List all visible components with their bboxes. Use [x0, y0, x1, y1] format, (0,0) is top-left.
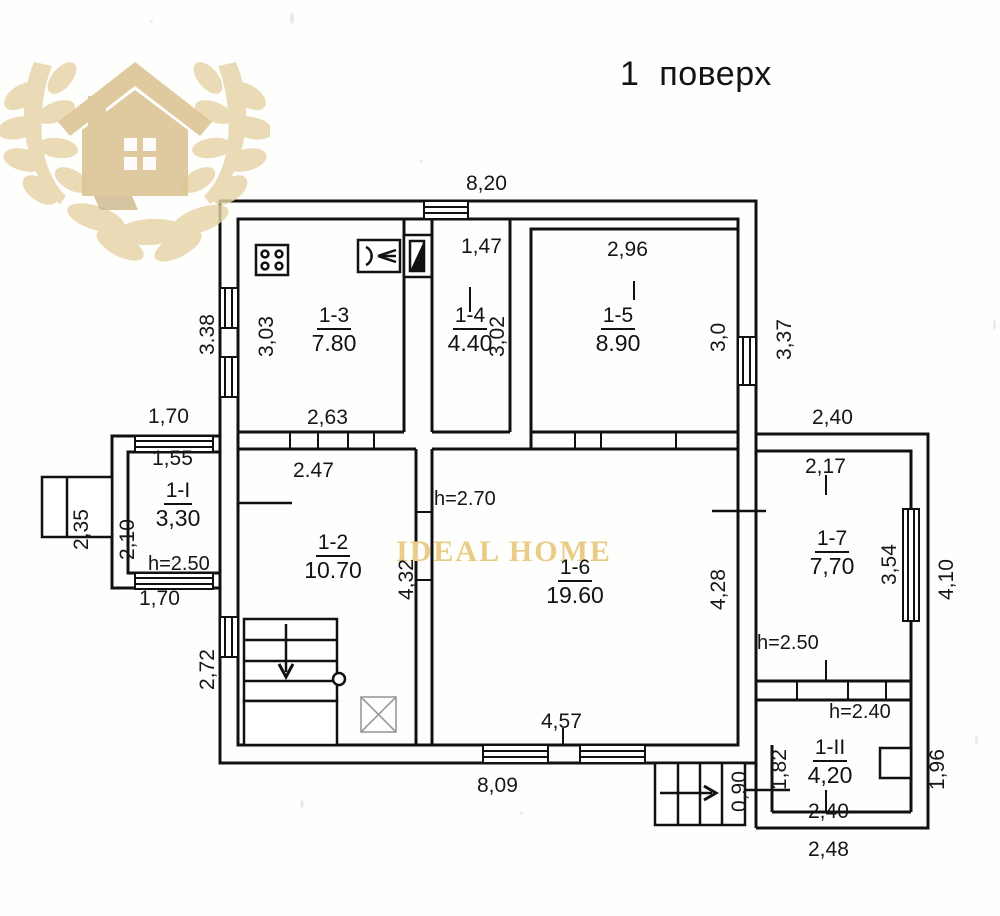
wall-band-ticks-1-3 — [289, 432, 375, 449]
window-left-upper — [219, 287, 239, 329]
scan-speck — [993, 320, 996, 330]
floor-hatch-x-icon — [360, 696, 397, 733]
wall-band-ticks-right-wing — [796, 660, 887, 700]
window-bottom-right — [579, 744, 646, 764]
dim-porch-155: 1,55 — [152, 447, 193, 470]
room-area: 7,70 — [809, 553, 855, 579]
dim-bottom-right-248: 2,48 — [808, 838, 849, 861]
scan-speck — [290, 12, 294, 24]
scan-speck — [150, 20, 153, 23]
room-label-1-3: 1-3 7.80 — [286, 305, 382, 356]
dim-room-1-3-depth: 3,03 — [255, 316, 278, 357]
window-top-main — [423, 200, 469, 220]
page-title: 1 поверх — [620, 55, 772, 93]
scan-speck — [420, 160, 423, 163]
corridor-wall-ticks — [416, 511, 432, 581]
chimney-flue-icon — [402, 233, 434, 279]
room-number: 1-2 — [315, 532, 351, 557]
window-bottom-left — [482, 744, 549, 764]
window-1-II-right — [878, 746, 913, 780]
dim-right-outer-196: 1,96 — [926, 749, 949, 790]
room-label-1-5: 1-5 8.90 — [572, 305, 664, 356]
dim-porch-235: 2,35 — [70, 509, 93, 550]
dim-entry-step-090: 0,90 — [728, 771, 751, 812]
ceiling-height-1-2: h=2.70 — [434, 488, 496, 510]
scan-speck — [975, 735, 978, 744]
dimension-ticks — [317, 281, 827, 812]
room-label-1-II: 1-II 4,20 — [790, 737, 870, 788]
room-area: 8.90 — [595, 330, 641, 356]
dim-room-1-5-depth: 3,0 — [707, 322, 730, 352]
room-number: 1-6 — [557, 557, 593, 582]
dim-room-1-II-bottom-240: 2,40 — [808, 800, 849, 823]
room-number: 1-4 — [452, 305, 488, 330]
room-label-1-7: 1-7 7,70 — [790, 528, 874, 579]
dim-room-1-2-top-247: 2.47 — [293, 459, 334, 482]
room-area: 19.60 — [546, 582, 604, 608]
dim-porch-210: 2,10 — [116, 519, 139, 560]
dim-left-lower-272: 2,72 — [196, 649, 219, 690]
central-walls — [414, 449, 434, 745]
room-area: 3,30 — [155, 505, 201, 531]
wall-boiler-icon — [356, 238, 402, 274]
ceiling-height-1-I: h=2.50 — [148, 553, 210, 575]
window-1-I-bottom — [134, 572, 214, 590]
dim-room-1-II-left-182: 1,82 — [768, 749, 791, 790]
dim-room-1-6-bottom-457: 4,57 — [541, 710, 582, 733]
room-number: 1-7 — [814, 528, 850, 553]
scan-speck — [300, 800, 304, 808]
scan-speck — [520, 812, 523, 815]
room-label-1-I: 1-I 3,30 — [141, 480, 215, 531]
window-1-I-top — [134, 435, 214, 453]
dim-room-1-7-top-217: 2,17 — [805, 455, 846, 478]
room-1-4-walls — [430, 219, 512, 434]
room-1-6-walls — [432, 447, 740, 745]
dim-right-outer-410: 4,10 — [935, 559, 958, 600]
dim-top-overall: 8,20 — [466, 172, 507, 195]
room-label-1-6: 1-6 19.60 — [522, 557, 628, 608]
round-column-icon — [331, 671, 347, 687]
dim-room-1-7-right-354: 3,54 — [878, 544, 901, 585]
room-area: 10.70 — [304, 557, 362, 583]
room-area: 7.80 — [311, 330, 357, 356]
porch-steps-left — [40, 475, 114, 539]
dim-bottom-overall-809: 8,09 — [477, 774, 518, 797]
dim-right-wing-top-240: 2,40 — [812, 406, 853, 429]
dim-room-1-6-right-428: 4,28 — [707, 569, 730, 610]
dim-room-1-3-bottom-263: 2,63 — [307, 406, 348, 429]
room-area: 4,20 — [807, 762, 853, 788]
room-number: 1-I — [163, 480, 193, 505]
room-number: 1-3 — [316, 305, 352, 330]
entry-steps — [653, 761, 747, 827]
cooktop-four-burner-icon — [254, 243, 290, 277]
window-left-mid — [219, 356, 239, 398]
dim-porch-top-170: 1,70 — [148, 405, 189, 428]
ceiling-height-1-II: h=2.40 — [829, 701, 891, 723]
dim-right-outer-337: 3,37 — [773, 319, 796, 360]
ceiling-height-1-7: h=2.50 — [757, 632, 819, 654]
dim-left-outer-338: 3.38 — [196, 314, 219, 355]
dim-room-1-2-depth-432: 4,32 — [395, 559, 418, 600]
wall-band-ticks-1-5 — [574, 432, 677, 449]
room-area: 4.40 — [447, 330, 493, 356]
dim-room-1-4-width: 1,47 — [461, 235, 502, 258]
dim-room-1-4-depth: 3,02 — [486, 316, 509, 357]
room-label-1-2: 1-2 10.70 — [281, 532, 385, 583]
window-left-lower — [219, 616, 239, 658]
room-number: 1-5 — [600, 305, 636, 330]
dim-porch-bottom-170: 1,70 — [139, 587, 180, 610]
dim-room-1-5-width: 2,96 — [607, 238, 648, 261]
stairs-down-icon — [242, 617, 339, 747]
room-label-1-4: 1-4 4.40 — [433, 305, 507, 356]
window-1-7-right — [902, 508, 920, 622]
room-number: 1-II — [812, 737, 848, 762]
window-right-room-1-5 — [737, 336, 757, 386]
